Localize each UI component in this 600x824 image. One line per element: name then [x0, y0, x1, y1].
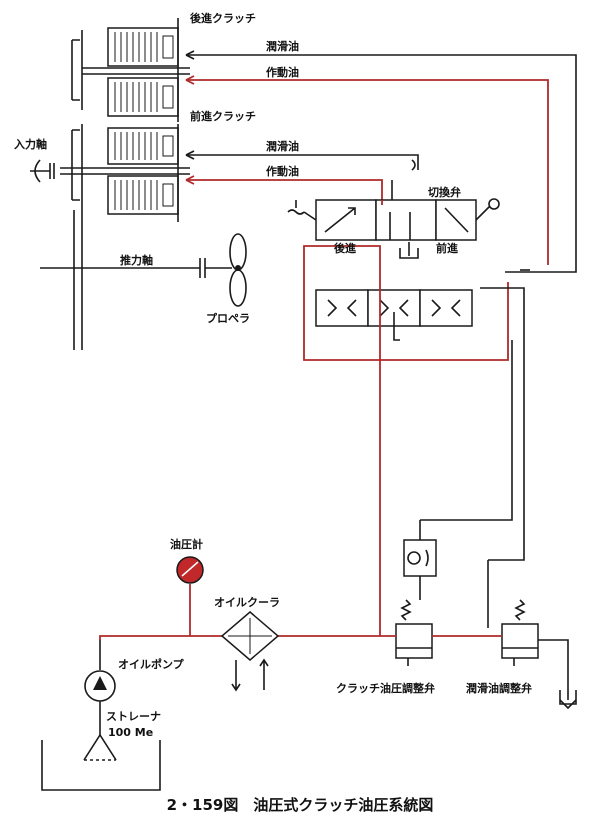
oil-pressure-gauge-icon: [176, 556, 204, 584]
label-propeller: プロペラ: [206, 311, 250, 325]
label-reverse-clutch: 後進クラッチ: [190, 11, 256, 25]
label-working-oil-1: 作動油: [266, 65, 299, 79]
label-forward: 前進: [436, 241, 459, 255]
label-clutch-pressure-valve: クラッチ油圧調整弁: [336, 681, 435, 695]
control-valve-block: [315, 289, 473, 341]
label-lubricating-oil-2: 潤滑油: [266, 139, 299, 153]
label-oil-cooler: オイルクーラ: [214, 596, 280, 609]
reverse-clutch-pack: [71, 18, 190, 122]
figure-caption: 2・159図 油圧式クラッチ油圧系統図: [167, 796, 434, 814]
label-working-oil-2: 作動油: [266, 164, 299, 178]
label-lube-pressure-valve: 潤滑油調整弁: [466, 681, 532, 695]
label-oil-pump: オイルポンプ: [118, 657, 185, 671]
label-reverse: 後進: [334, 241, 357, 255]
oil-cooler: [220, 611, 280, 692]
forward-clutch-pack: [30, 124, 190, 222]
lube-pressure-valve: [501, 599, 539, 666]
check-valve: [403, 520, 437, 600]
label-oil-pressure-gauge: 油圧計: [170, 537, 203, 551]
feed-lines: [303, 180, 530, 636]
selector-valve: [287, 198, 500, 259]
label-input-shaft: 入力軸: [14, 137, 47, 151]
drive-shaft: [40, 210, 232, 350]
clutch-oil-lines: [185, 50, 577, 273]
label-forward-clutch: 前進クラッチ: [190, 109, 256, 123]
propeller-icon: [229, 233, 247, 307]
label-lubricating-oil-1: 潤滑油: [266, 39, 299, 53]
label-strainer: ストレーナ: [106, 710, 161, 723]
clutch-pressure-valve: [395, 599, 433, 666]
label-selector-valve: 切換弁: [428, 185, 461, 199]
label-thrust-shaft: 推力軸: [120, 253, 153, 267]
oil-pump-icon: [84, 640, 116, 735]
strainer-tank: [41, 733, 161, 791]
main-pressure-line: [99, 584, 577, 710]
label-strainer-mesh: 100 Me: [108, 726, 153, 739]
